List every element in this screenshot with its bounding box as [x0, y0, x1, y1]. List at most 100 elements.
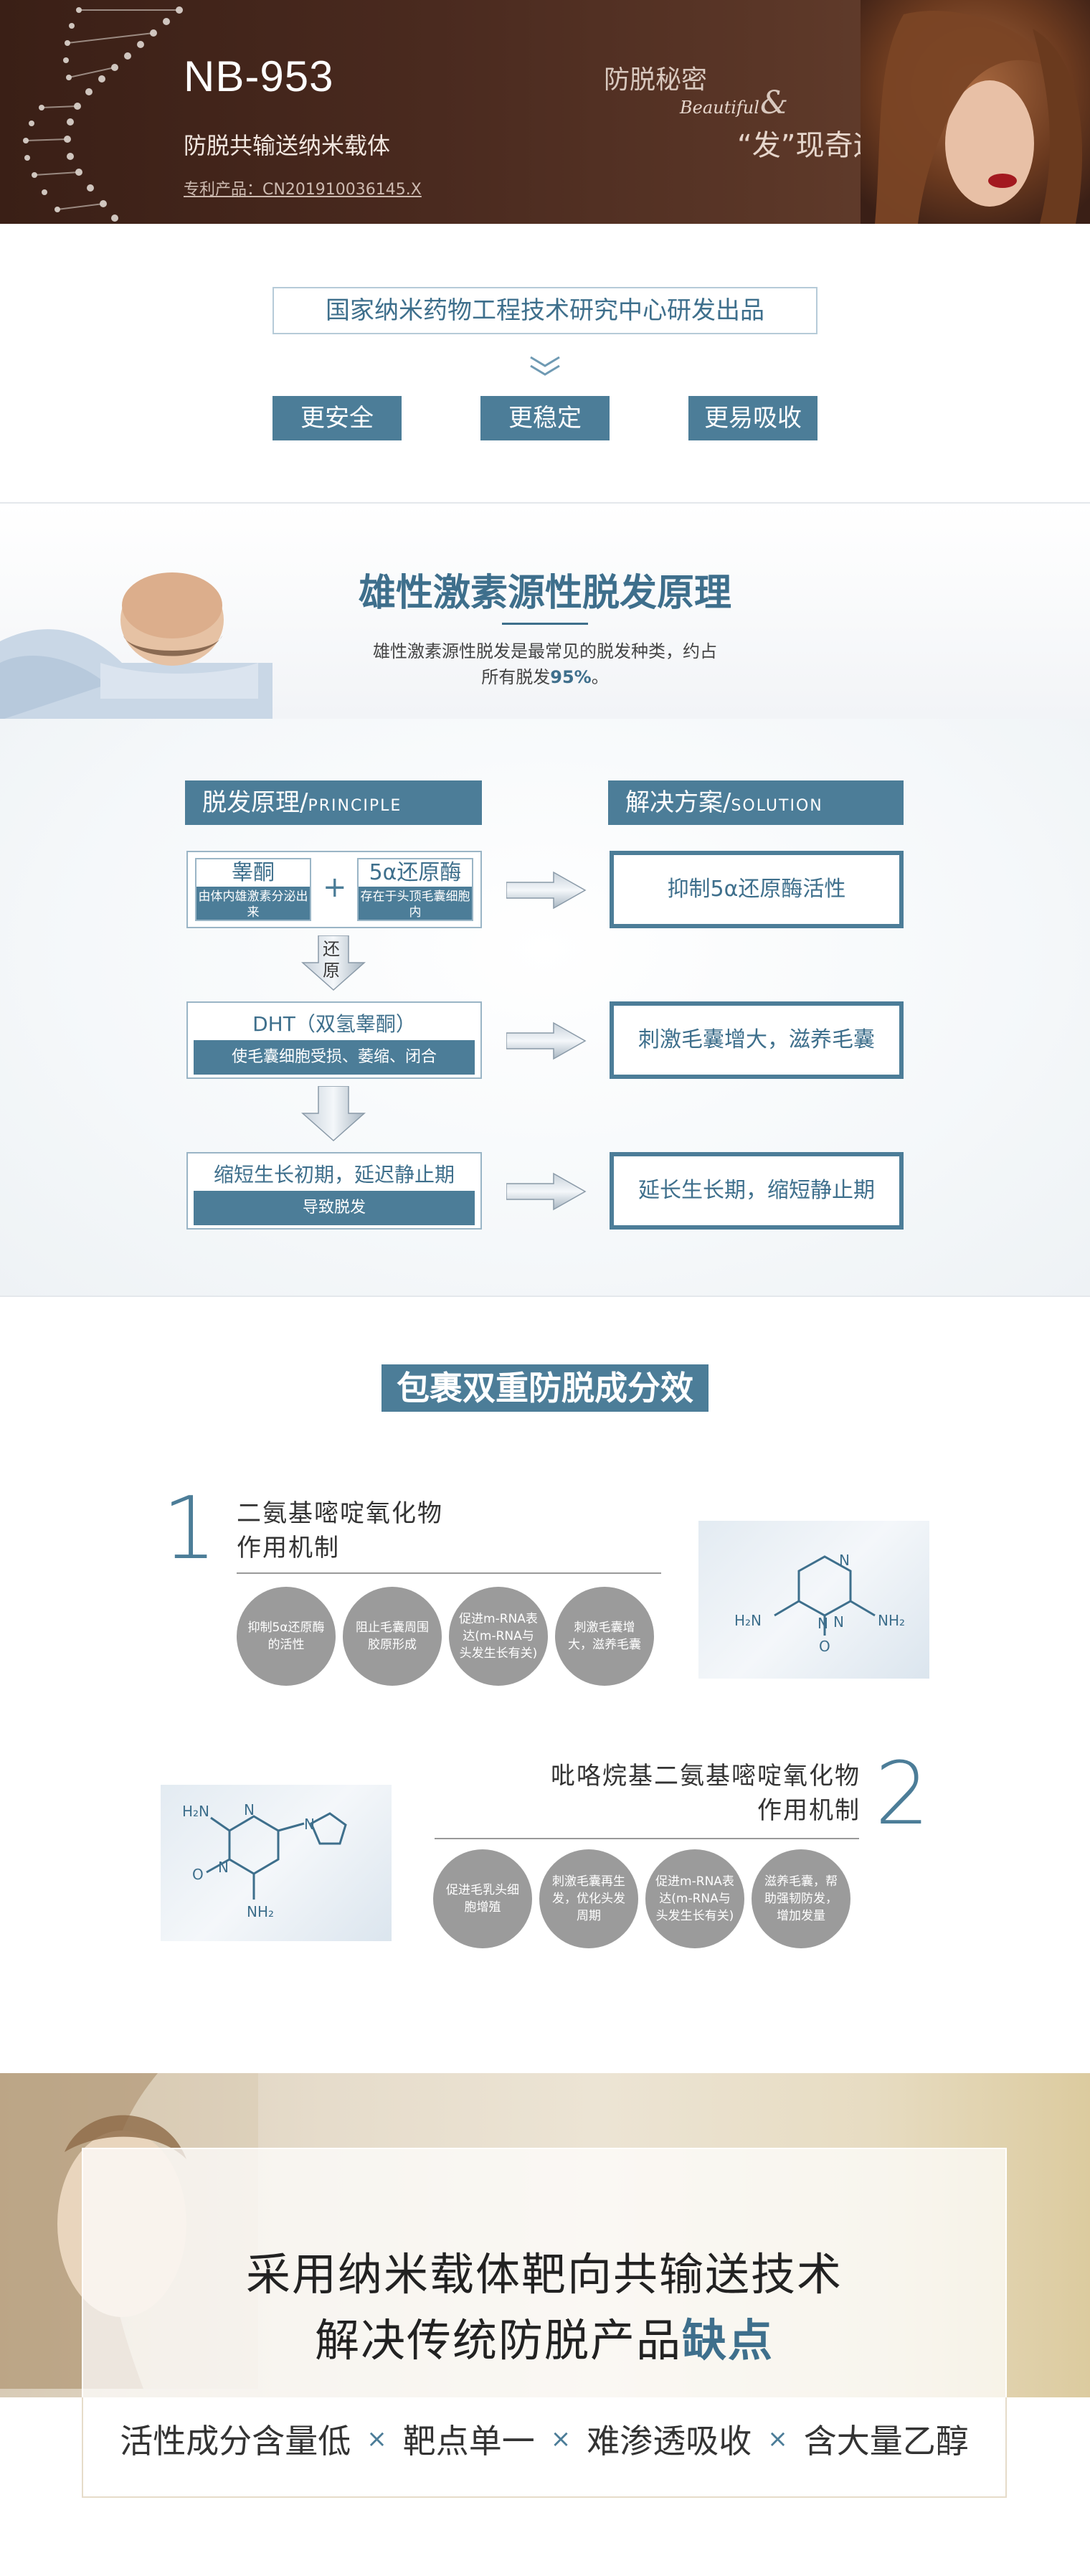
- item1-divider: [237, 1572, 661, 1574]
- right-arrow-icon: [506, 1022, 587, 1060]
- principle-desc-line1: 雄性激素源性脱发是最常见的脱发种类，约占: [373, 641, 717, 661]
- solution-3: 延长生长期，缩短静止期: [610, 1152, 904, 1230]
- item1-caption-line1: 二氨基嘧啶氧化物: [237, 1499, 443, 1528]
- solution-header-cn: 解决方案/: [625, 788, 731, 817]
- cross-icon: ×: [767, 2425, 788, 2453]
- reductase-title: 5α还原酶: [369, 860, 462, 885]
- mol2-label: N: [218, 1859, 229, 1876]
- principle-desc-line2: 所有脱发95%。: [337, 663, 753, 688]
- testosterone-desc: 由体内雄激素分泌出来: [196, 887, 310, 920]
- model-portrait-image: [861, 0, 1090, 224]
- feature-pill-safer: 更安全: [272, 396, 402, 440]
- step3-box: 缩短生长初期，延迟静止期 导致脱发: [186, 1152, 482, 1230]
- item2-caption: 吡咯烷基二氨基嘧啶氧化物 作用机制: [445, 1759, 861, 1828]
- mol1-label: O: [819, 1638, 830, 1655]
- effect-circle: 阻止毛囊周围胶原形成: [343, 1587, 442, 1686]
- cross-icon: ×: [366, 2425, 387, 2453]
- mol1-label: N: [839, 1552, 850, 1569]
- feature-pill-absorb: 更易吸收: [688, 396, 818, 440]
- headline-emphasis: 缺点: [682, 2314, 774, 2367]
- item2-divider: [435, 1838, 859, 1839]
- effect-circle: 刺激毛囊再生发，优化头发周期: [539, 1849, 638, 1948]
- headline-line2: 解决传统防脱产品缺点: [82, 2304, 1007, 2369]
- hero-subtitle: 防脱共输送纳米载体: [184, 132, 391, 159]
- right-arrow-icon: [506, 1172, 587, 1211]
- desc-prefix: 所有脱发: [481, 667, 551, 687]
- solution-2: 刺激毛囊增大，滋养毛囊: [610, 1001, 904, 1079]
- principle-header: 脱发原理/PRINCIPLE: [185, 780, 482, 825]
- headline-line1: 采用纳米载体靶向共输送技术: [245, 2248, 843, 2301]
- feature-pill-stable: 更稳定: [480, 396, 610, 440]
- desc-suffix: 。: [591, 667, 609, 687]
- desc-percent: 95%: [550, 667, 592, 687]
- defect-item: 靶点单一: [402, 2422, 535, 2461]
- step2-box: DHT（双氢睾酮） 使毛囊细胞受损、萎缩、闭合: [186, 1001, 482, 1079]
- principle-title: 雄性激素源性脱发原理: [358, 572, 731, 615]
- item2-caption-line1: 吡咯烷基二氨基嘧啶氧化物: [551, 1762, 861, 1791]
- right-arrow-icon: [506, 871, 587, 910]
- principle-header-en: PRINCIPLE: [308, 797, 402, 815]
- down-arrow-icon: [301, 935, 366, 991]
- slogan-beautiful: Beautiful: [680, 98, 759, 118]
- reductase-desc: 存在于头顶毛囊细胞内: [359, 887, 472, 920]
- solution-1: 抑制5α还原酶活性: [610, 851, 904, 928]
- item-number-2: 2: [875, 1745, 930, 1844]
- molecule-structure-1-image: N N H₂N NH₂ N O: [698, 1521, 929, 1679]
- defect-item: 活性成分含量低: [120, 2422, 351, 2461]
- item2-caption-line2: 作用机制: [757, 1796, 861, 1825]
- defect-item: 难渗透吸收: [587, 2422, 752, 2461]
- principle-header-cn: 脱发原理/: [202, 788, 308, 817]
- effect-circle: 促进毛乳头细胞增殖: [433, 1849, 532, 1948]
- dht-desc: 使毛囊细胞受损、萎缩、闭合: [194, 1040, 475, 1075]
- nano-carrier-banner: 采用纳米载体靶向共输送技术 解决传统防脱产品缺点 活性成分含量低 × 靶点单一 …: [0, 2073, 1090, 2576]
- mol1-label: N: [833, 1613, 844, 1631]
- mol2-label: NH₂: [247, 1903, 274, 1920]
- research-center-title: 国家纳米药物工程技术研究中心研发出品: [272, 287, 818, 334]
- balding-man-image: [0, 572, 272, 719]
- solution-header-en: SOLUTION: [731, 797, 823, 815]
- slogan-line1: 防脱秘密: [604, 65, 708, 95]
- item1-caption: 二氨基嘧啶氧化物 作用机制: [237, 1496, 610, 1565]
- defects-list: 活性成分含量低 × 靶点单一 × 难渗透吸收 × 含大量乙醇: [82, 2410, 1007, 2468]
- mol1-label: H₂N: [734, 1612, 762, 1629]
- double-chevron-down-icon: [530, 356, 560, 376]
- principle-banner: 雄性激素源性脱发原理 雄性激素源性脱发是最常见的脱发种类，约占 所有脱发95%。: [0, 502, 1090, 719]
- effect-circle: 抑制5α还原酶的活性: [237, 1587, 336, 1686]
- down-arrow-icon: [301, 1086, 366, 1142]
- mol1-label: N: [818, 1615, 828, 1632]
- mol2-label: H₂N: [182, 1803, 209, 1820]
- mol2-label: N: [304, 1816, 315, 1833]
- defect-item: 含大量乙醇: [803, 2422, 969, 2461]
- molecule-structure-2-image: H₂N N N N O NH₂: [161, 1785, 392, 1941]
- effect-circle: 刺激毛囊增大，滋养毛囊: [555, 1587, 654, 1686]
- solution-header: 解决方案/SOLUTION: [608, 780, 904, 825]
- item1-caption-line2: 作用机制: [237, 1534, 340, 1562]
- effect-circle: 促进m-RNA表达(m-RNA与头发生长有关): [449, 1587, 548, 1686]
- hero-banner: NB-953 防脱共输送纳米载体 专利产品：CN201910036145.X 防…: [0, 0, 1090, 224]
- defects-strip: [0, 2397, 1090, 2576]
- headline-line2-prefix: 解决传统防脱产品: [314, 2314, 682, 2367]
- plus-icon: +: [323, 871, 347, 904]
- item-number-1: 1: [162, 1479, 217, 1579]
- brand-name: NB-953: [184, 52, 334, 100]
- mol2-label: O: [192, 1866, 204, 1883]
- defects-panel-border: [82, 2397, 1007, 2498]
- step1-box: 睾酮 由体内雄激素分泌出来 + 5α还原酶 存在于头顶毛囊细胞内: [186, 851, 482, 928]
- mol2-label: N: [244, 1801, 255, 1818]
- mol1-label: NH₂: [878, 1612, 905, 1629]
- testosterone-card: 睾酮 由体内雄激素分泌出来: [195, 858, 311, 921]
- dual-effect-title: 包裹双重防脱成分效: [382, 1364, 708, 1412]
- dht-title: DHT（双氢睾酮）: [252, 1012, 416, 1036]
- principle-solution-flow: 脱发原理/PRINCIPLE 解决方案/SOLUTION 睾酮 由体内雄激素分泌…: [0, 719, 1090, 1297]
- slogan-line2: “发”现奇迹: [737, 129, 882, 162]
- slogan-ampersand: &: [760, 85, 789, 121]
- effect-circle: 促进m-RNA表达(m-RNA与头发生长有关): [645, 1849, 744, 1948]
- title-underline: [502, 623, 588, 625]
- cycle-desc: 导致脱发: [194, 1191, 475, 1225]
- cross-icon: ×: [550, 2425, 572, 2453]
- cycle-title: 缩短生长初期，延迟静止期: [213, 1163, 455, 1186]
- reduction-label: 还原: [323, 939, 340, 981]
- testosterone-title: 睾酮: [232, 860, 275, 885]
- dna-helix-icon: [23, 6, 183, 222]
- effect-circle: 滋养毛囊，帮助强韧防发，增加发量: [752, 1849, 850, 1948]
